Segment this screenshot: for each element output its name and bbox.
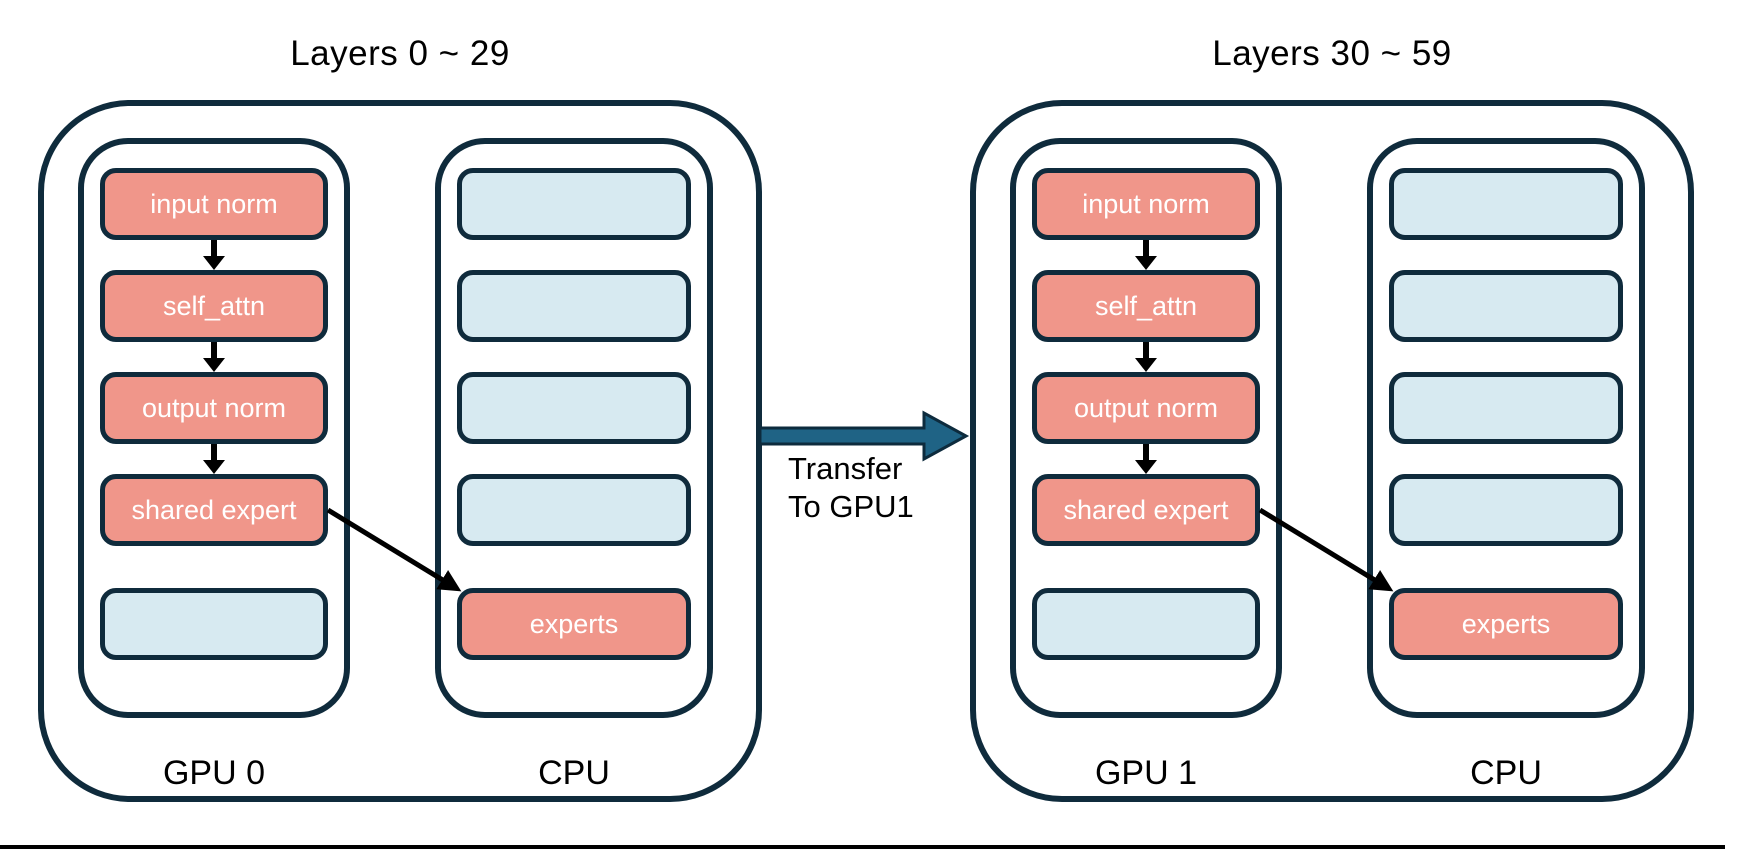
layer-box-self-attn: self_attn xyxy=(100,270,328,342)
experts-box: experts xyxy=(457,588,691,660)
transfer-label: Transfer To GPU1 xyxy=(788,450,914,526)
cpu-label-right: CPU xyxy=(1470,754,1542,792)
down-arrow-icon xyxy=(1135,444,1157,474)
diagram-group-layers-30-59: input norm self_attn output norm shared … xyxy=(970,100,1694,802)
gpu1-column: input norm self_attn output norm shared … xyxy=(1010,138,1282,718)
group-title-layers-30-59: Layers 30 ~ 59 xyxy=(1212,34,1452,73)
transfer-arrow-icon xyxy=(758,410,970,462)
experts-box: experts xyxy=(1389,588,1623,660)
gpu1-label: GPU 1 xyxy=(1094,754,1198,792)
layer-box-input-norm: input norm xyxy=(1032,168,1260,240)
gpu0-column: input norm self_attn output norm shared … xyxy=(78,138,350,718)
bottom-edge-line xyxy=(0,845,1725,849)
cpu-label-left: CPU xyxy=(538,754,610,792)
transfer-label-line2: To GPU1 xyxy=(788,489,914,524)
layer-box-shared-expert: shared expert xyxy=(1032,474,1260,546)
empty-slot-box xyxy=(1389,474,1623,546)
empty-slot-box xyxy=(1389,168,1623,240)
cpu-column-left: experts xyxy=(435,138,713,718)
down-arrow-icon xyxy=(203,444,225,474)
empty-slot-box xyxy=(457,474,691,546)
layer-box-self-attn: self_attn xyxy=(1032,270,1260,342)
down-arrow-icon xyxy=(203,342,225,372)
transfer-label-line1: Transfer xyxy=(788,451,903,486)
empty-slot-box xyxy=(1032,588,1260,660)
down-arrow-icon xyxy=(1135,342,1157,372)
empty-slot-box xyxy=(1389,270,1623,342)
layer-box-output-norm: output norm xyxy=(100,372,328,444)
cpu-column-right: experts xyxy=(1367,138,1645,718)
down-arrow-icon xyxy=(1135,240,1157,270)
empty-slot-box xyxy=(457,168,691,240)
down-arrow-icon xyxy=(203,240,225,270)
layer-box-output-norm: output norm xyxy=(1032,372,1260,444)
layer-box-shared-expert: shared expert xyxy=(100,474,328,546)
empty-slot-box xyxy=(457,372,691,444)
diagram-group-layers-0-29: input norm self_attn output norm shared … xyxy=(38,100,762,802)
empty-slot-box xyxy=(457,270,691,342)
gpu0-label: GPU 0 xyxy=(162,754,266,792)
layer-box-input-norm: input norm xyxy=(100,168,328,240)
empty-slot-box xyxy=(100,588,328,660)
empty-slot-box xyxy=(1389,372,1623,444)
group-title-layers-0-29: Layers 0 ~ 29 xyxy=(290,34,510,73)
